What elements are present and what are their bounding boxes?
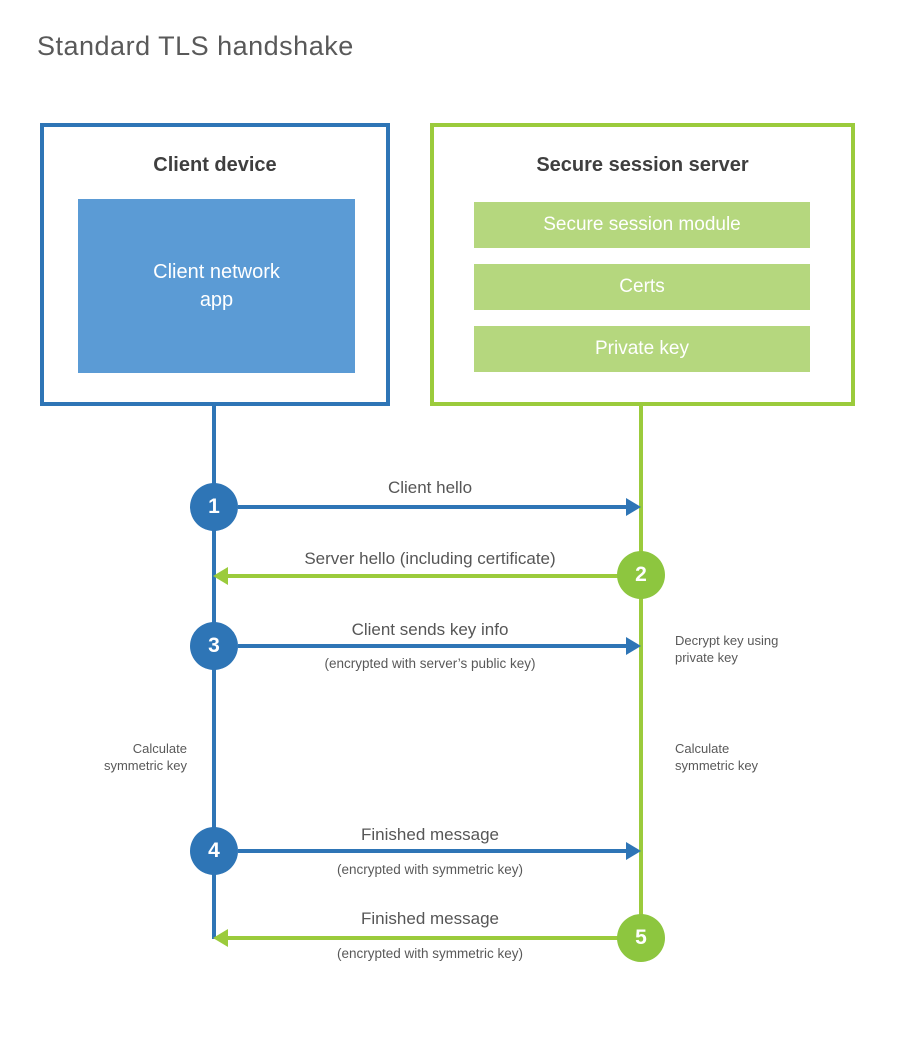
message-label-finished-server: Finished message <box>361 909 499 928</box>
server-module-secure-session: Secure session module <box>474 202 810 248</box>
arrow-head-left-step2 <box>213 567 228 585</box>
arrow-line-step5 <box>228 936 618 940</box>
server-lifeline <box>639 406 643 939</box>
step-circle-5: 5 <box>617 914 665 962</box>
step-number-1: 1 <box>208 495 220 518</box>
step-number-5: 5 <box>635 926 647 949</box>
note-calc-left-line2: symmetric key <box>103 758 187 773</box>
arrow-line-step4 <box>238 849 628 853</box>
step-circle-1: 1 <box>190 483 238 531</box>
message-label-client-hello: Client hello <box>387 478 473 497</box>
step-circle-3: 3 <box>190 622 238 670</box>
client-lifeline <box>212 406 216 939</box>
step-number-4: 4 <box>208 839 220 862</box>
step-number-2: 2 <box>635 563 647 586</box>
note-decrypt-line1: Decrypt key using <box>675 633 779 648</box>
server-title: Secure session server <box>536 154 749 176</box>
arrow-head-right-step3 <box>626 637 641 655</box>
message-label-key-info: Client sends key info <box>351 620 509 639</box>
note-decrypt-key: Decrypt key using private key <box>675 632 778 666</box>
page-title: Standard TLS handshake <box>37 31 354 61</box>
step-number-3: 3 <box>208 634 220 657</box>
note-calc-right-line2: symmetric key <box>675 758 759 773</box>
note-calculate-symmetric-key-client: Calculate symmetric key <box>60 740 187 774</box>
message-sub-key-info: (encrypted with server’s public key) <box>324 656 536 671</box>
message-label-finished-client: Finished message <box>361 825 499 844</box>
client-app-label-line1: Client network <box>153 261 280 283</box>
arrow-line-step2 <box>228 574 618 578</box>
note-calculate-symmetric-key-server: Calculate symmetric key <box>675 740 758 774</box>
note-calc-left-line1: Calculate <box>132 741 187 756</box>
client-app-label-line2: app <box>199 289 234 311</box>
step-circle-4: 4 <box>190 827 238 875</box>
step-circle-2: 2 <box>617 551 665 599</box>
client-device-title: Client device <box>153 154 277 176</box>
arrow-head-right-step4 <box>626 842 641 860</box>
client-network-app-box: Client network app <box>78 199 355 373</box>
message-label-server-hello: Server hello (including certificate) <box>304 549 556 568</box>
arrow-head-left-step5 <box>213 929 228 947</box>
message-sub-finished-client: (encrypted with symmetric key) <box>336 862 524 877</box>
note-calc-right-line1: Calculate <box>675 741 730 756</box>
arrow-line-step3 <box>238 644 628 648</box>
arrow-head-right-step1 <box>626 498 641 516</box>
message-sub-finished-server: (encrypted with symmetric key) <box>336 946 524 961</box>
server-module-private-key: Private key <box>474 326 810 372</box>
arrow-line-step1 <box>238 505 628 509</box>
server-module-certs: Certs <box>474 264 810 310</box>
note-decrypt-line2: private key <box>675 650 738 665</box>
